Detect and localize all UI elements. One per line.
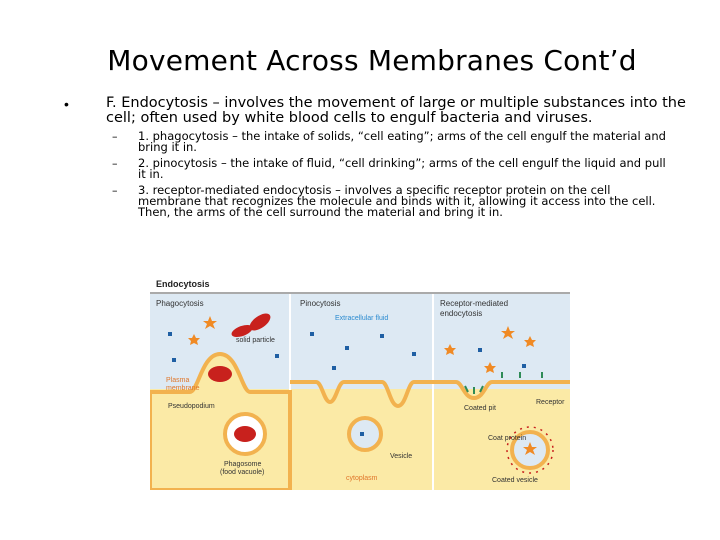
sub-item-receptor-mediated: – 3. receptor-mediated endocytosis – inv… <box>112 183 673 219</box>
label-cytoplasm: cytoplasm <box>346 475 378 482</box>
main-bullet-text: F. Endocytosis – involves the movement o… <box>106 95 686 126</box>
sub-item-dash: – <box>112 184 118 197</box>
sub-item-text: 3. receptor-mediated endocytosis – invol… <box>138 183 656 219</box>
sub-item-pinocytosis: – 2. pinocytosis – the intake of fluid, … <box>112 156 673 181</box>
figure-title: Endocytosis <box>156 279 210 289</box>
sub-item-dash: – <box>112 157 118 170</box>
pinocytosis-illustration <box>290 332 433 452</box>
endocytosis-figure: Endocytosis Phagocytosis Pinocytosis Rec… <box>150 279 570 490</box>
label-receptor: Receptor <box>536 399 565 406</box>
bullet-marker: • <box>64 96 69 112</box>
panel-label-receptor-mediated: Receptor-mediated endocytosis <box>440 299 510 318</box>
phagocytosis-illustration <box>150 313 292 490</box>
label-coat-protein: Coat protein <box>488 435 526 442</box>
panel-label-pinocytosis: Pinocytosis <box>300 299 340 308</box>
label-coated-pit: Coated pit <box>464 405 496 412</box>
label-plasma-membrane: Plasma membrane <box>166 377 200 392</box>
panel-label-phagocytosis: Phagocytosis <box>156 299 204 308</box>
sub-item-text: 2. pinocytosis – the intake of fluid, “c… <box>138 156 666 181</box>
label-solid-particle: solid particle <box>236 337 275 344</box>
label-vesicle: Vesicle <box>390 453 412 460</box>
receptor-mediated-illustration <box>433 326 570 474</box>
label-coated-vesicle: Coated vesicle <box>492 477 538 484</box>
label-extracellular-fluid: Extracellular fluid <box>335 315 388 322</box>
sub-item-dash: – <box>112 130 118 143</box>
label-pseudopodium: Pseudopodium <box>168 403 215 410</box>
label-phagosome: Phagosome (food vacuole) <box>220 461 264 476</box>
slide-title: Movement Across Membranes Cont’d <box>107 44 637 77</box>
sub-item-text: 1. phagocytosis – the intake of solids, … <box>138 129 666 154</box>
sub-item-phagocytosis: – 1. phagocytosis – the intake of solids… <box>112 129 673 154</box>
